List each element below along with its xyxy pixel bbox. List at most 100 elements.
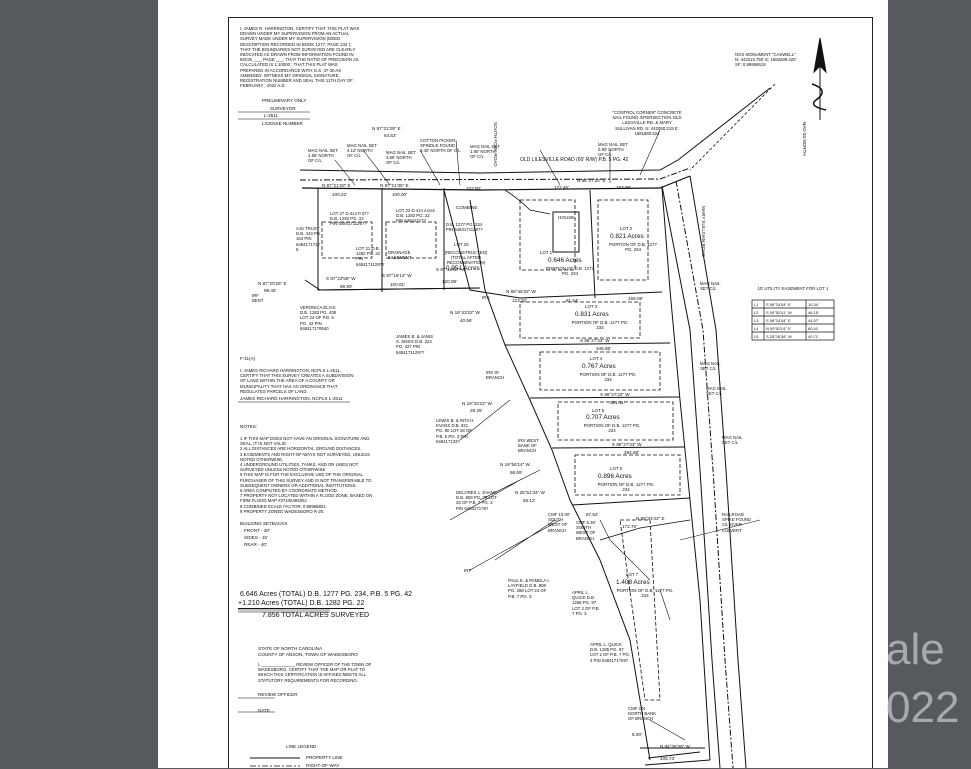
note-item: 6 AREA COMPUTED BY COORDINATE METHOD. xyxy=(240,488,338,494)
setback-sides: SIDES - 15' xyxy=(244,535,268,540)
south-road xyxy=(644,751,711,766)
bearing: N 88°27'33" E xyxy=(577,178,606,183)
road-old-lilesville: OLD LILESVILLE ROAD (60' R/W) P.B. 5 PG.… xyxy=(520,157,629,163)
owner-james: JAMES B. & JANIS S. SIKES D.B. 224 PG. 4… xyxy=(396,334,434,355)
distance: 123.34' xyxy=(512,298,527,303)
road-row-north xyxy=(299,87,771,174)
review-date-label: DATE xyxy=(258,708,270,713)
distance: 81.64' xyxy=(566,298,579,303)
distance: 153.98' xyxy=(616,185,631,190)
bearing: N 19°43'22" W xyxy=(462,401,492,406)
watermark-text: ale xyxy=(886,625,945,674)
owner-april-2: APRIL L. QUICK D.B. 1285 PG. 97 LOT 2 OF… xyxy=(590,642,630,663)
mag-nail-marker: MAG NAIL SET 3.68' NORTH OF C/L xyxy=(386,150,416,166)
creek-west-boundary xyxy=(469,199,651,761)
note-item: 4 UNDERGROUND UTILITIES, TANKS, AND OR L… xyxy=(240,462,359,473)
irs-branch: IRS IN BRANCH xyxy=(486,370,505,381)
easement-table-title: 10' UTILITY EASEMENT FOR LOT 1 xyxy=(757,286,829,291)
lot6-south xyxy=(571,497,691,506)
note-item: 7 PROPERTY NOT LOCATED WITHIN A FLOOD ZO… xyxy=(240,493,373,504)
north-label: NAD 83 NORTH xyxy=(802,122,807,156)
table-cell: L2 xyxy=(754,310,759,315)
table-cell: N 09°52'01" E xyxy=(766,326,791,331)
irf-marker: IRF xyxy=(464,568,472,573)
note-item: 3 EASEMENTS AND RIGHT-OF-WAYS NOT SURVEY… xyxy=(240,451,370,462)
distance: 100.22' xyxy=(332,192,347,197)
owner-lot20: D.B. 1277 PG. 234 PIN 6484171129?? xyxy=(446,222,483,233)
note-item: 1 IF THIS MAP DOES NOT HAVE AN ORIGINAL … xyxy=(240,436,370,447)
distance: 103.80' xyxy=(466,186,481,191)
owner-lot27: LOT 27 D.414 P.37? D.B. 1282 PG. 22 PIN … xyxy=(330,211,369,227)
distance: 172.70' xyxy=(622,524,637,529)
lot1-2-divider xyxy=(589,189,596,299)
bearing: N 19°43'22" W xyxy=(450,310,480,315)
license-number: L-2511 xyxy=(264,113,278,118)
irs-marker: IRS xyxy=(482,295,490,300)
table-cell: 10.34' xyxy=(808,302,819,307)
road-centerline xyxy=(299,167,691,181)
house-label: HOUSE xyxy=(558,215,575,220)
lot-7-ref: PORTION OF D.B. 1277 PG. 234 xyxy=(616,588,674,599)
cmf-south-1: CMF 10.00' SOUTH WEST OF BRANCH xyxy=(548,512,571,533)
bearing: S 87°12'57" W xyxy=(436,267,466,272)
distance: 99.90' xyxy=(340,284,353,289)
bearing: N 19°56'14" W xyxy=(500,462,530,467)
bearing: S 88°27'33" W xyxy=(580,338,610,343)
lot-6-ref: PORTION OF D.B. 1277 PG. 234 xyxy=(597,482,655,493)
license-caption: LICENSE NUMBER xyxy=(262,121,303,126)
table-cell: S 09°52'01" W xyxy=(766,310,792,315)
bearing: N 84°36'38" W xyxy=(660,744,690,749)
lot-20-name: LOT 20 xyxy=(454,242,469,247)
lot-5-ref: PORTION OF D.B. 1277 PG. 234 xyxy=(583,423,641,434)
bearing: N 87°21'35" E xyxy=(380,183,409,188)
table-cell: 44.57' xyxy=(808,318,819,323)
table-cell: 46.15' xyxy=(808,310,819,315)
combine-label: COMBINE xyxy=(456,205,478,210)
distance: 294.98' xyxy=(624,450,639,455)
distance: 105.73' xyxy=(660,756,675,761)
cmf-south-2: CMF 5.30' SOUTH WEST OF BRANCH xyxy=(576,520,596,541)
bearing: N 87°21'29" E xyxy=(372,126,401,131)
table-cell: 60.41' xyxy=(808,326,819,331)
table-cell: L5 xyxy=(754,334,759,339)
distance: 169.08' xyxy=(628,296,643,301)
plat-border xyxy=(228,17,873,768)
line-legend-title: LINE LEGEND xyxy=(286,744,317,749)
legend-property-line: PROPERTY LINE xyxy=(306,755,343,760)
watermark-text: 022 xyxy=(886,683,960,732)
distance: 172.45' xyxy=(554,185,569,190)
distance: 100.00' xyxy=(392,192,407,197)
f11-signature: JAMES RICHARD HARRINGTON, NCPLS L-2511 xyxy=(240,396,343,401)
distance: 120.08' xyxy=(442,279,457,284)
review-header-2: COUNTY OF ANSON, TOWN OF WADESBORO xyxy=(258,652,358,657)
bearing: S 87°22'59" W xyxy=(326,276,356,281)
lot-5-name: LOT 5 xyxy=(592,408,605,413)
lot-6-acres: 0.896 Acres xyxy=(598,473,632,480)
east-boundary xyxy=(661,187,711,761)
acreage-total: 7.856 TOTAL ACRES SURVEYED xyxy=(262,612,369,619)
mag-nail-marker: MAG NAIL SET 1.80' NORTH OF C/L xyxy=(470,144,500,160)
lot2-line xyxy=(519,291,663,299)
lot-6-name: LOT 6 xyxy=(610,466,623,471)
owner-ajs-trust: AJS TRUST D.B. 443 PG. 164 PIN 6484171?1… xyxy=(296,226,322,252)
mag-nail-marker: MAG NAIL SET 4.13' NORTH OF C/L xyxy=(347,143,377,159)
table-cell: S 25°16'58" W xyxy=(766,334,792,339)
owner-lot22: LOT 22 D.414 Acres D.B. 1282 PG. 22 PIN … xyxy=(396,208,435,224)
owner-april-1: APRIL L. QUICK D.B. 1288 PG. 97 LOT 2 OF… xyxy=(572,590,600,616)
notes-list: 1 IF THIS MAP DOES NOT HAVE AN ORIGINAL … xyxy=(240,436,380,514)
bearing: N 89°46'32" W xyxy=(506,289,536,294)
distance: 40.56' xyxy=(460,318,473,323)
mag-nail-right: MAG NAIL SET C/L xyxy=(700,281,721,292)
lot20-boundary xyxy=(443,189,521,299)
review-officer-label: REVIEW OFFICER xyxy=(258,692,298,697)
distance: 321.11' xyxy=(610,400,625,405)
setbacks-title: BUILDING SETBACKS xyxy=(240,521,288,526)
note-item: 2 ALL DISTANCES ARE HORIZONTAL GROUND DI… xyxy=(240,446,362,452)
ngs-monument: NGS MONUMENT "CASWELL" N: 443315.750' E:… xyxy=(735,52,797,68)
surveyor-certificate: I, JAMES R. HARRINGTON, CERTIFY THAT THI… xyxy=(240,26,360,89)
bearing: N 28°51'34" W xyxy=(515,490,545,495)
road-mary-sullivan: MARY SULLIVAN ROAD xyxy=(701,206,706,257)
bearing: N 87°21'28" E xyxy=(322,183,351,188)
owner-lot21: LOT 21 D.B. 1282 PG. 22 PIN 6484171129?? xyxy=(356,246,385,267)
